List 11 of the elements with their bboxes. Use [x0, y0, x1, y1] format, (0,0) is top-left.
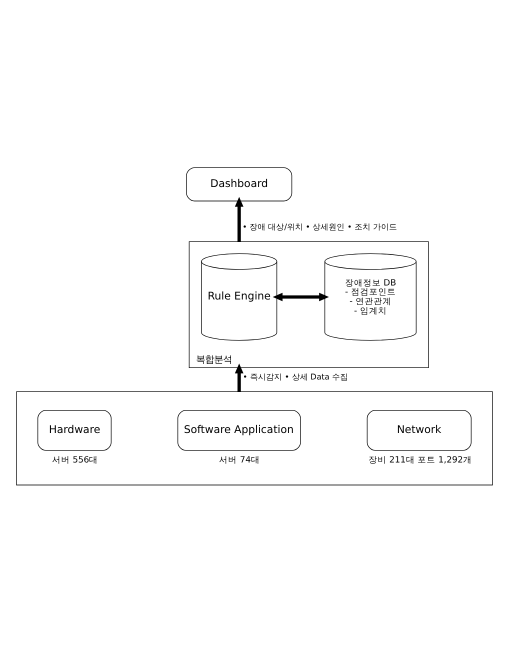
cluster	[16, 390, 493, 485]
node-label: 장비 211대 포트 1,292개	[368, 455, 472, 466]
node-box: Software Application	[178, 410, 301, 450]
arrow	[234, 196, 244, 242]
arrow	[234, 363, 244, 392]
arrow	[272, 292, 329, 301]
node-box: Dashboard	[186, 166, 292, 201]
node-box: Network	[366, 410, 472, 450]
node-box: Hardware	[38, 410, 112, 450]
node-label: 서버 556대	[52, 455, 98, 466]
node-label: 서버 74대	[219, 455, 260, 466]
